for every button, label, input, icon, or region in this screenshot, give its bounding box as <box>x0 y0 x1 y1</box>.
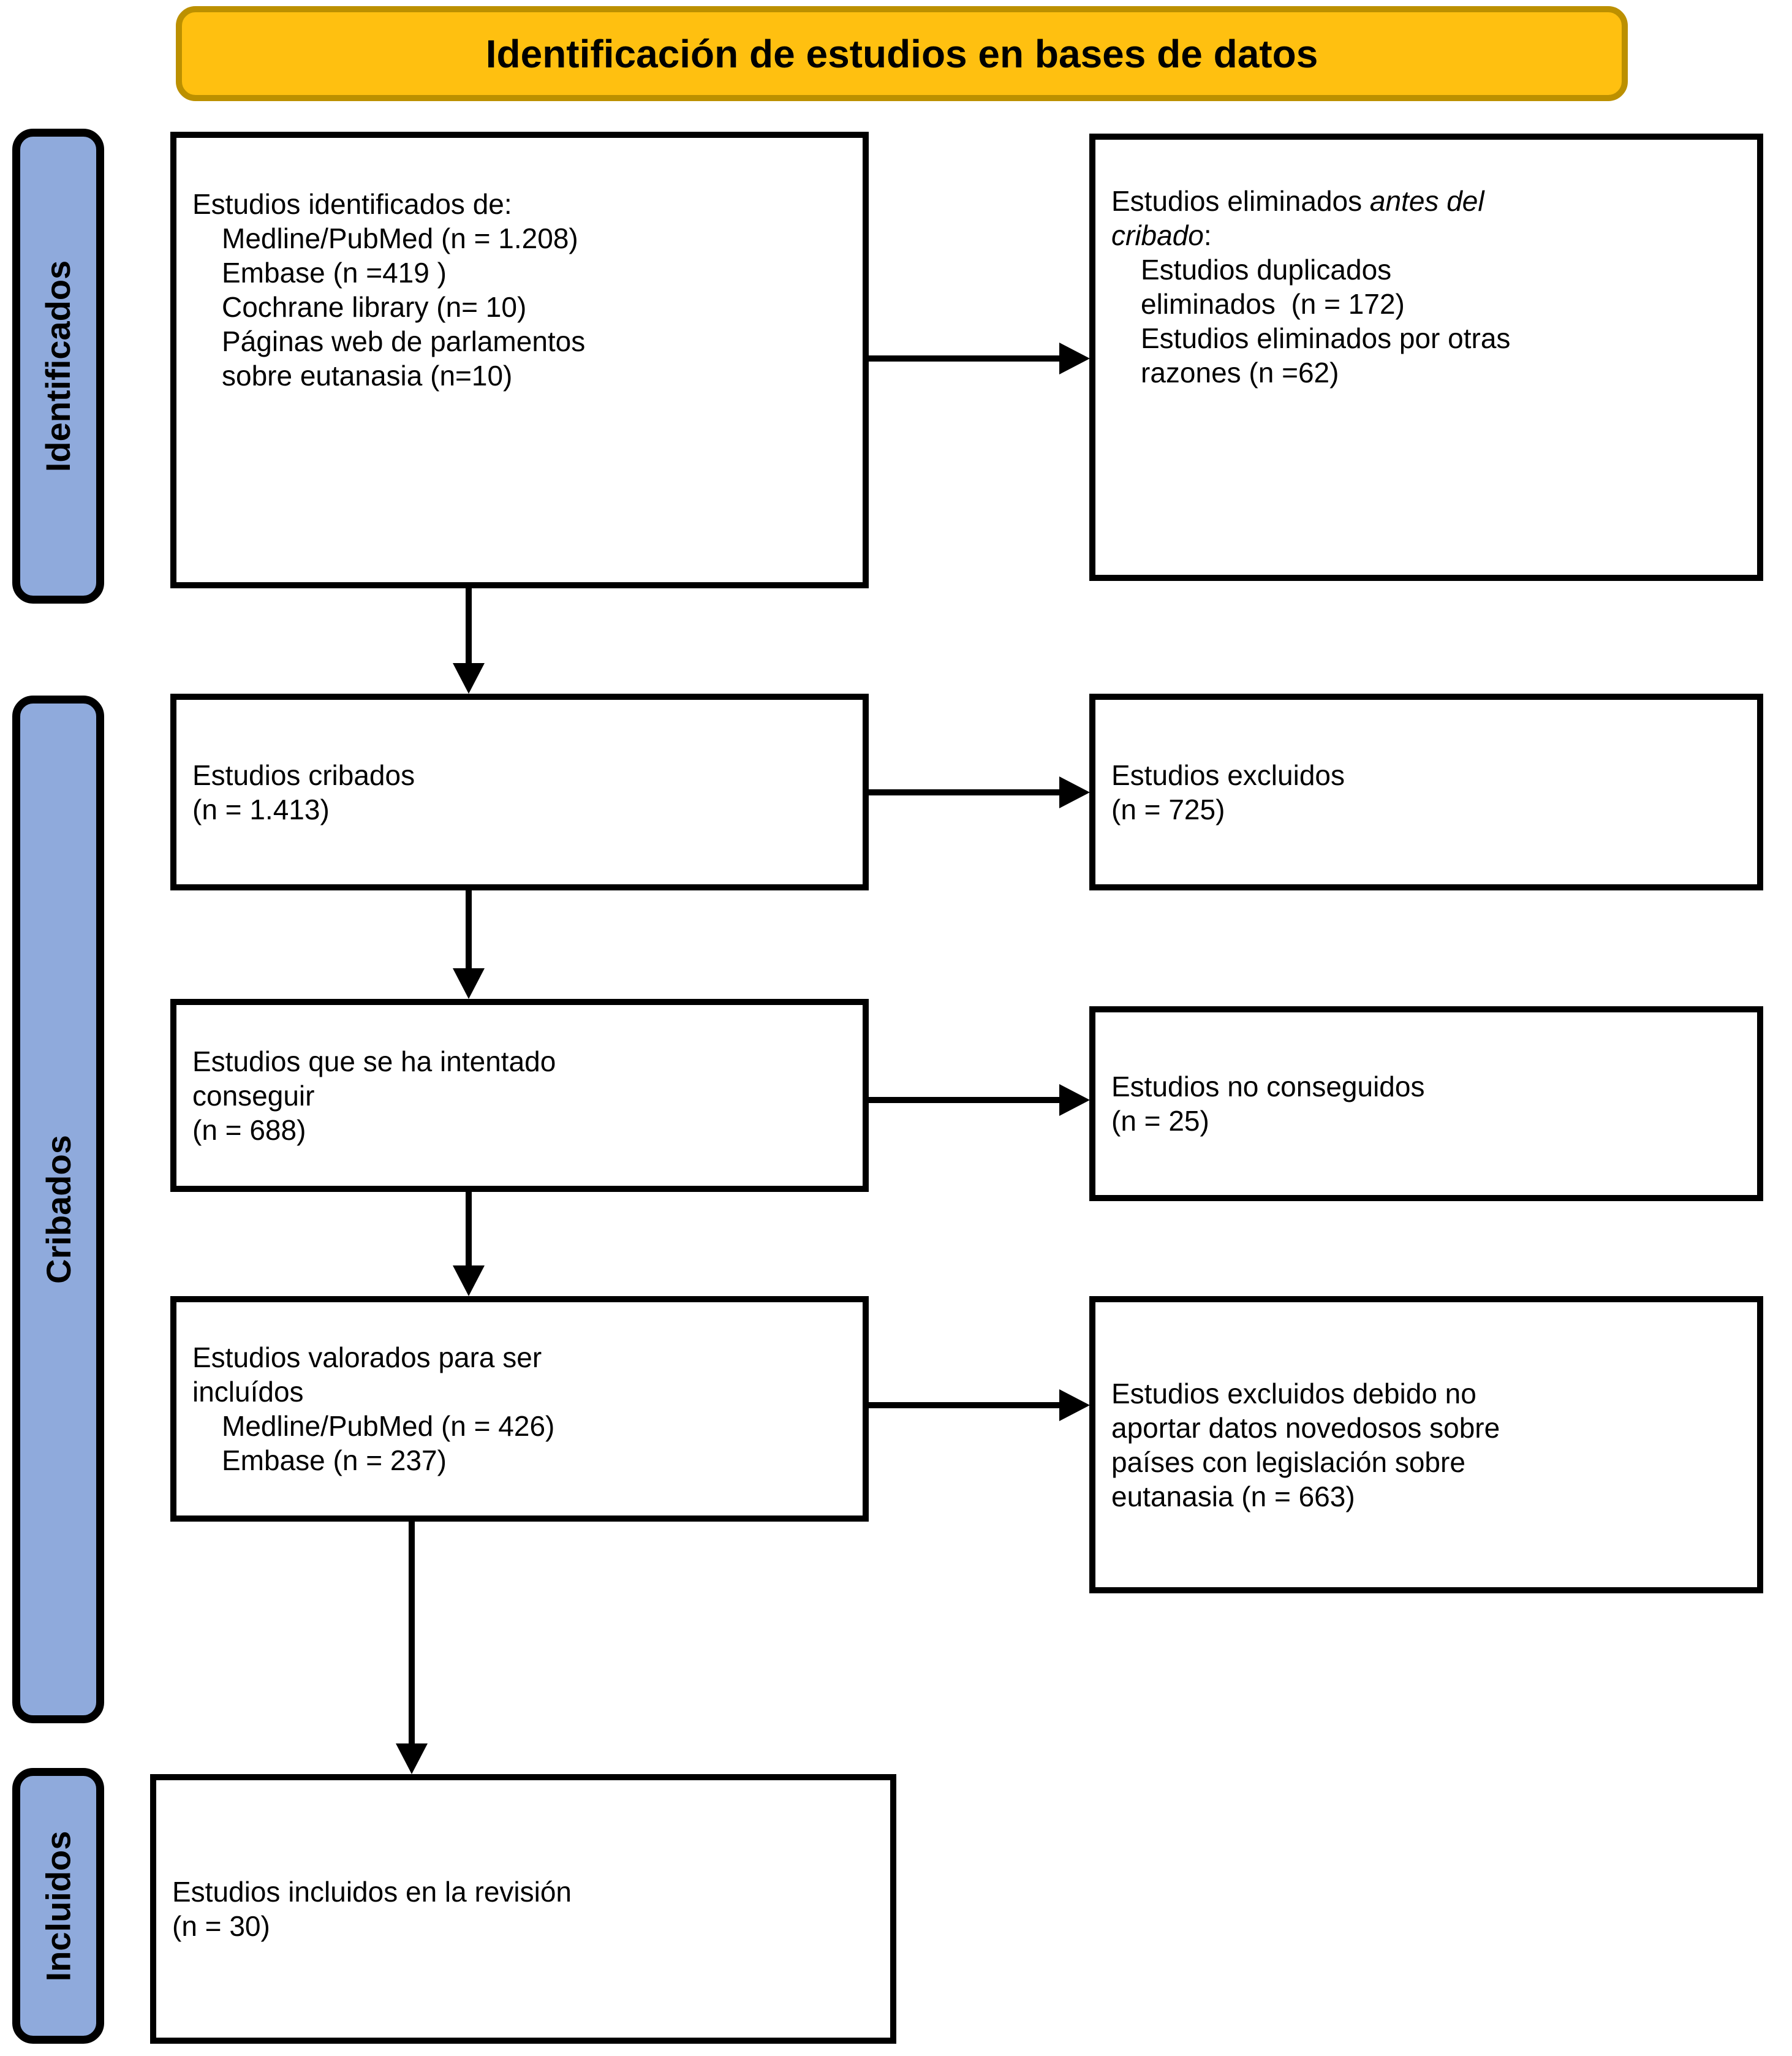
text-line: Estudios excluidos <box>1111 759 1345 791</box>
box-estudios-identificados: Estudios identificados de: Medline/PubMe… <box>170 132 869 588</box>
arrow-cribados-excluidos-head <box>1059 776 1090 808</box>
phase-label-incluidos-text: Incluidos <box>39 1830 78 1981</box>
text-line: países con legislación sobre <box>1111 1446 1465 1478</box>
text-line: (n = 725) <box>1111 793 1225 825</box>
text-line: Estudios que se ha intentado <box>192 1045 556 1077</box>
banner-identificacion: Identificación de estudios en bases de d… <box>176 6 1628 101</box>
arrow-cribados-excluidos-shaft <box>869 789 1062 795</box>
box-excluidos-no-novedosos: Estudios excluidos debido no aportar dat… <box>1089 1296 1763 1593</box>
text-line: Embase (n = 237) <box>222 1444 447 1476</box>
phase-label-incluidos: Incluidos <box>12 1768 104 2044</box>
phase-label-cribados: Cribados <box>12 696 104 1723</box>
text-line: Cochrane library (n= 10) <box>222 290 527 323</box>
text-line: conseguir <box>192 1079 315 1112</box>
box-estudios-cribados: Estudios cribados (n = 1.413) <box>170 694 869 890</box>
text-line: Estudios excluidos debido no <box>1111 1377 1476 1409</box>
text-line: Páginas web de parlamentos <box>222 325 586 357</box>
text-line: razones (n =62) <box>1141 357 1339 389</box>
arrow-identificados-eliminados-shaft <box>869 355 1062 362</box>
text-segment: Estudios eliminados <box>1111 185 1370 217</box>
arrow-valorados-excluidos-shaft <box>869 1402 1062 1408</box>
arrow-valorados-excluidos-head <box>1059 1389 1090 1421</box>
arrow-valorados-incluidos-shaft <box>409 1522 415 1748</box>
arrow-valorados-incluidos-head <box>396 1743 428 1774</box>
text-line: Medline/PubMed (n = 1.208) <box>222 222 578 254</box>
arrow-cribados-intentado-head <box>453 968 485 999</box>
text-line: cribado: <box>1111 218 1745 252</box>
text-line: Estudios valorados para ser <box>192 1341 542 1373</box>
box-valorados-para-incluir: Estudios valorados para ser incluídos Me… <box>170 1296 869 1522</box>
arrow-intentado-valorados-head <box>453 1265 485 1296</box>
arrow-intentado-noconseguidos-shaft <box>869 1097 1062 1103</box>
text-line: Estudios incluidos en la revisión <box>172 1876 572 1908</box>
text-line: Estudios no conseguidos <box>1111 1071 1425 1102</box>
text-line: (n = 688) <box>192 1113 306 1146</box>
phase-label-identificados-text: Identificados <box>39 260 78 472</box>
text-line: eliminados (n = 172) <box>1141 288 1405 320</box>
text-line: Estudios cribados <box>192 759 415 791</box>
text-line: (n = 25) <box>1111 1105 1209 1137</box>
text-segment-italic: antes del <box>1369 185 1484 217</box>
text-line: aportar datos novedosos sobre <box>1111 1411 1500 1444</box>
text-line: sobre eutanasia (n=10) <box>222 359 513 392</box>
banner-title: Identificación de estudios en bases de d… <box>485 31 1318 76</box>
text-line: Estudios identificados de: <box>192 188 512 220</box>
box-eliminados-antes-cribado: Estudios eliminados antes del cribado: E… <box>1089 134 1763 581</box>
text-line: Medline/PubMed (n = 426) <box>222 1410 555 1442</box>
text-line: (n = 30) <box>172 1910 270 1942</box>
arrow-intentado-valorados-shaft <box>466 1192 472 1270</box>
text-line: eutanasia (n = 663) <box>1111 1480 1355 1512</box>
box-no-conseguidos: Estudios no conseguidos (n = 25) <box>1089 1006 1763 1201</box>
text-segment: : <box>1203 219 1212 251</box>
arrow-intentado-noconseguidos-head <box>1059 1084 1090 1116</box>
phase-label-identificados: Identificados <box>12 129 104 604</box>
arrow-cribados-intentado-shaft <box>466 890 472 973</box>
text-line: (n = 1.413) <box>192 793 330 825</box>
arrow-identificados-cribados-shaft <box>466 588 472 668</box>
arrow-identificados-eliminados-head <box>1059 343 1090 374</box>
text-line: Estudios eliminados por otras <box>1141 322 1511 354</box>
text-line: incluídos <box>192 1376 304 1408</box>
arrow-identificados-cribados-head <box>453 663 485 694</box>
text-segment-italic: cribado <box>1111 219 1204 251</box>
text-line: Estudios duplicados <box>1141 254 1392 286</box>
text-line: Estudios eliminados antes del <box>1111 184 1745 218</box>
text-line: Embase (n =419 ) <box>222 256 447 289</box>
phase-label-cribados-text: Cribados <box>39 1135 78 1284</box>
box-incluidos-revision: Estudios incluidos en la revisión (n = 3… <box>150 1774 896 2044</box>
box-estudios-excluidos: Estudios excluidos (n = 725) <box>1089 694 1763 890</box>
box-intentado-conseguir: Estudios que se ha intentado conseguir (… <box>170 999 869 1192</box>
